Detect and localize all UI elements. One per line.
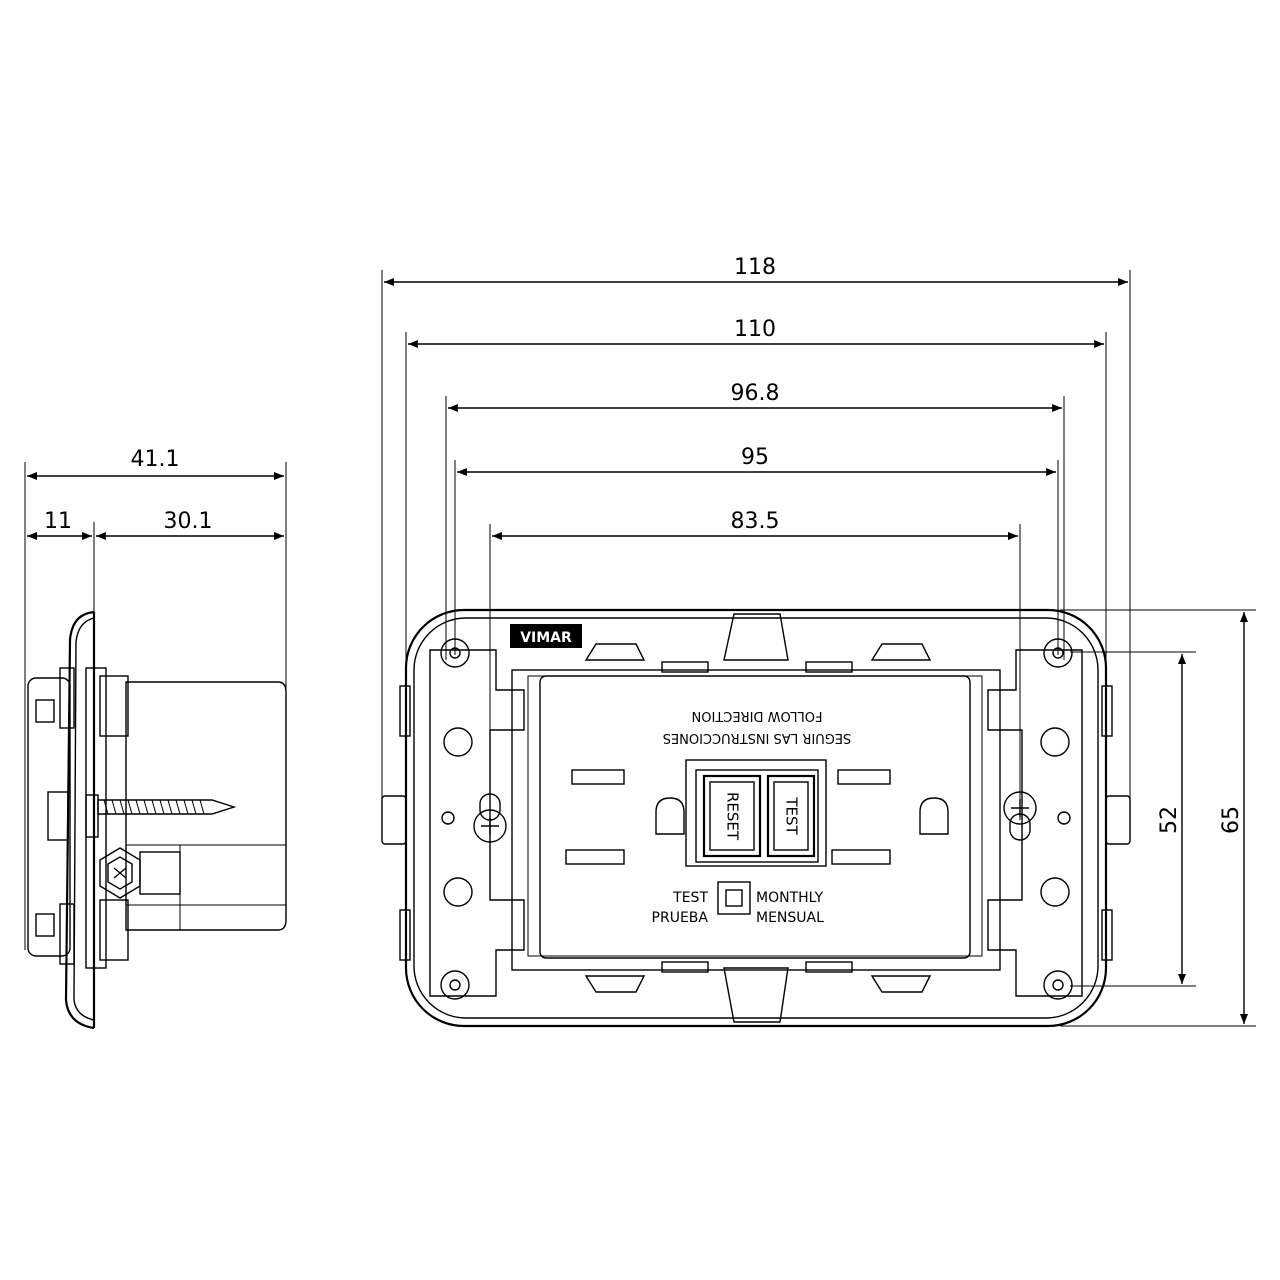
corner-hole-top-right [1043,638,1073,668]
dim-label-52: 52 [1157,806,1182,834]
dim-label-110: 110 [734,317,776,342]
mounting-screw [85,794,237,838]
dim-front-65: 65 [1219,612,1248,1024]
indicator-left-line1: TEST [672,890,708,906]
ground-hole-left [655,797,685,835]
test-button[interactable]: TEST [766,774,816,858]
ground-hole-right [919,797,949,835]
slot-left-bottom [565,849,625,865]
dim-side-total: 41.1 [27,447,284,480]
reset-button[interactable]: RESET [702,774,762,858]
slot-left-top [571,769,625,785]
front-view: 118 110 96.8 95 83.5 52 65 [381,255,1256,1028]
dim-label-83-5: 83.5 [731,509,780,534]
side-view: 41.1 11 30.1 [24,447,287,1030]
corner-hole-top-left [440,638,470,668]
indicator-left-line2: PRUEBA [652,910,709,926]
dim-label-41-1: 41.1 [131,447,180,472]
monthly-test-indicator: TEST PRUEBA MONTHLY MENSUAL [652,881,824,926]
dim-side-front: 11 [27,509,92,540]
brand-logo: VIMAR [510,624,582,648]
dim-front-96-8: 96.8 [448,381,1062,412]
button-housing [685,759,827,867]
dim-label-95: 95 [741,445,769,470]
dim-front-110: 110 [408,317,1104,348]
device-screw-left [473,793,507,843]
terminal-screw [99,847,181,899]
test-button-label: TEST [783,796,801,835]
indicator-right-line1: MONTHLY [756,890,824,906]
corner-hole-bottom-right [1043,970,1073,1000]
dim-label-11: 11 [44,509,72,534]
instruction-line-2: FOLLOW DIRECTION [692,708,823,723]
dim-label-65: 65 [1219,806,1244,834]
dim-front-83-5: 83.5 [492,509,1018,540]
cover-plate [404,608,1108,1028]
device-screw-right [1003,791,1037,841]
brand-text: VIMAR [520,630,572,646]
indicator-right-line2: MENSUAL [756,910,824,926]
dim-front-118: 118 [384,255,1128,286]
dim-front-95: 95 [457,445,1056,476]
dim-side-body: 30.1 [96,509,284,540]
slot-right-top [837,769,891,785]
reset-button-label: RESET [724,792,742,841]
bottom-clips [584,961,932,1023]
dim-front-52: 52 [1157,654,1186,984]
slot-right-bottom [831,849,891,865]
top-clips [584,613,932,673]
corner-hole-bottom-left [440,970,470,1000]
instruction-line-1: SEGUIR LAS INSTRUCCIONES [663,730,852,745]
dim-label-30-1: 30.1 [164,509,213,534]
dim-label-118: 118 [734,255,776,280]
instruction-label: SEGUIR LAS INSTRUCCIONES FOLLOW DIRECTIO… [663,708,852,745]
dim-label-96-8: 96.8 [731,381,780,406]
